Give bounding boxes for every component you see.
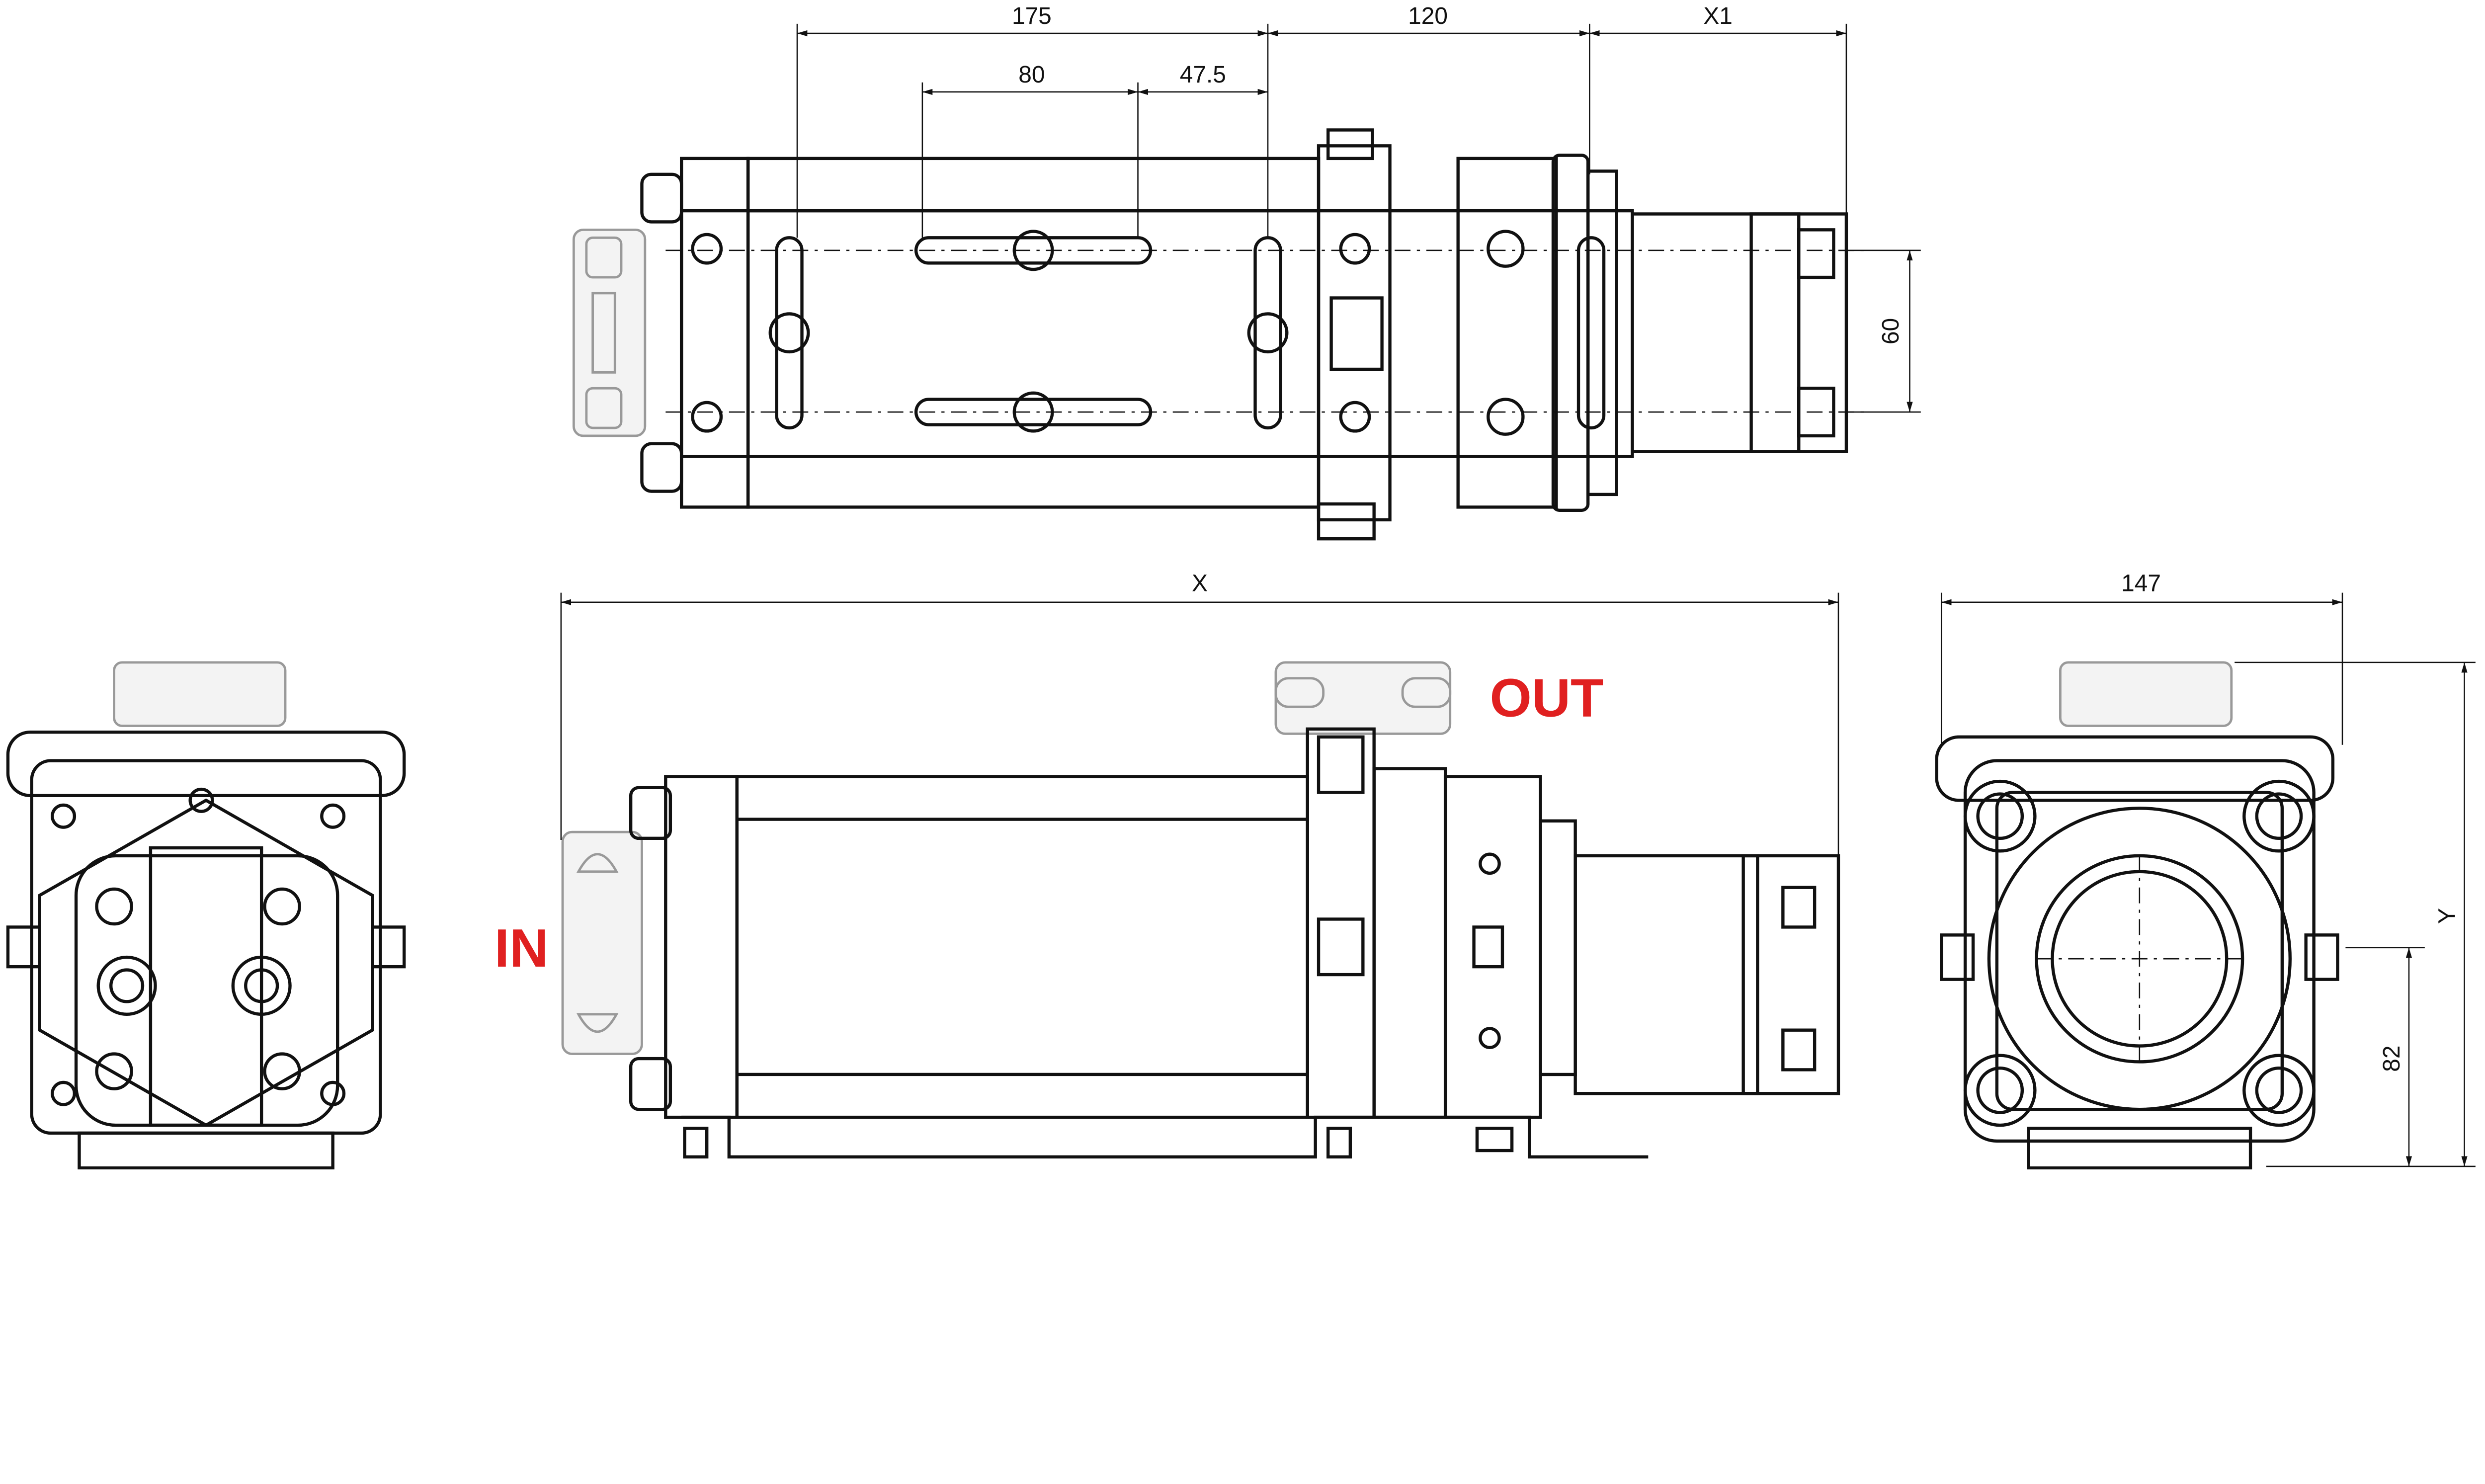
dim-y: Y [2434, 908, 2460, 924]
dim-82: 82 [2379, 1045, 2405, 1072]
dim-x: X [1192, 570, 1208, 596]
left-end-view [6, 661, 406, 1170]
inlet-label: IN [495, 918, 548, 978]
front-dimensions: X [560, 570, 1839, 856]
outlet-label: OUT [1490, 667, 1603, 728]
inlet-fitting-front [561, 830, 643, 1055]
dim-120: 120 [1408, 3, 1448, 29]
outlet-fitting-front [1274, 661, 1452, 735]
dim-60: 60 [1878, 318, 1904, 344]
dim-47-5: 47.5 [1180, 62, 1226, 88]
front-view [561, 661, 1840, 1158]
mounting-slots [768, 230, 1606, 433]
dim-80: 80 [1018, 62, 1045, 88]
top-view [572, 128, 1870, 541]
right-end-view [1935, 661, 2339, 1170]
side-dimensions: 147 Y 82 [1940, 570, 2476, 1167]
technical-drawing: 175 120 X1 80 47.5 60 [6, 3, 2476, 1170]
dim-x1: X1 [1703, 3, 1733, 29]
dim-175: 175 [1012, 3, 1052, 29]
motor-top [1631, 212, 1848, 453]
dim-147: 147 [2121, 570, 2161, 596]
top-dimensions: 175 120 X1 80 47.5 60 [796, 3, 1921, 413]
motor-front [1574, 854, 1840, 1095]
inlet-fitting-top [572, 228, 647, 437]
